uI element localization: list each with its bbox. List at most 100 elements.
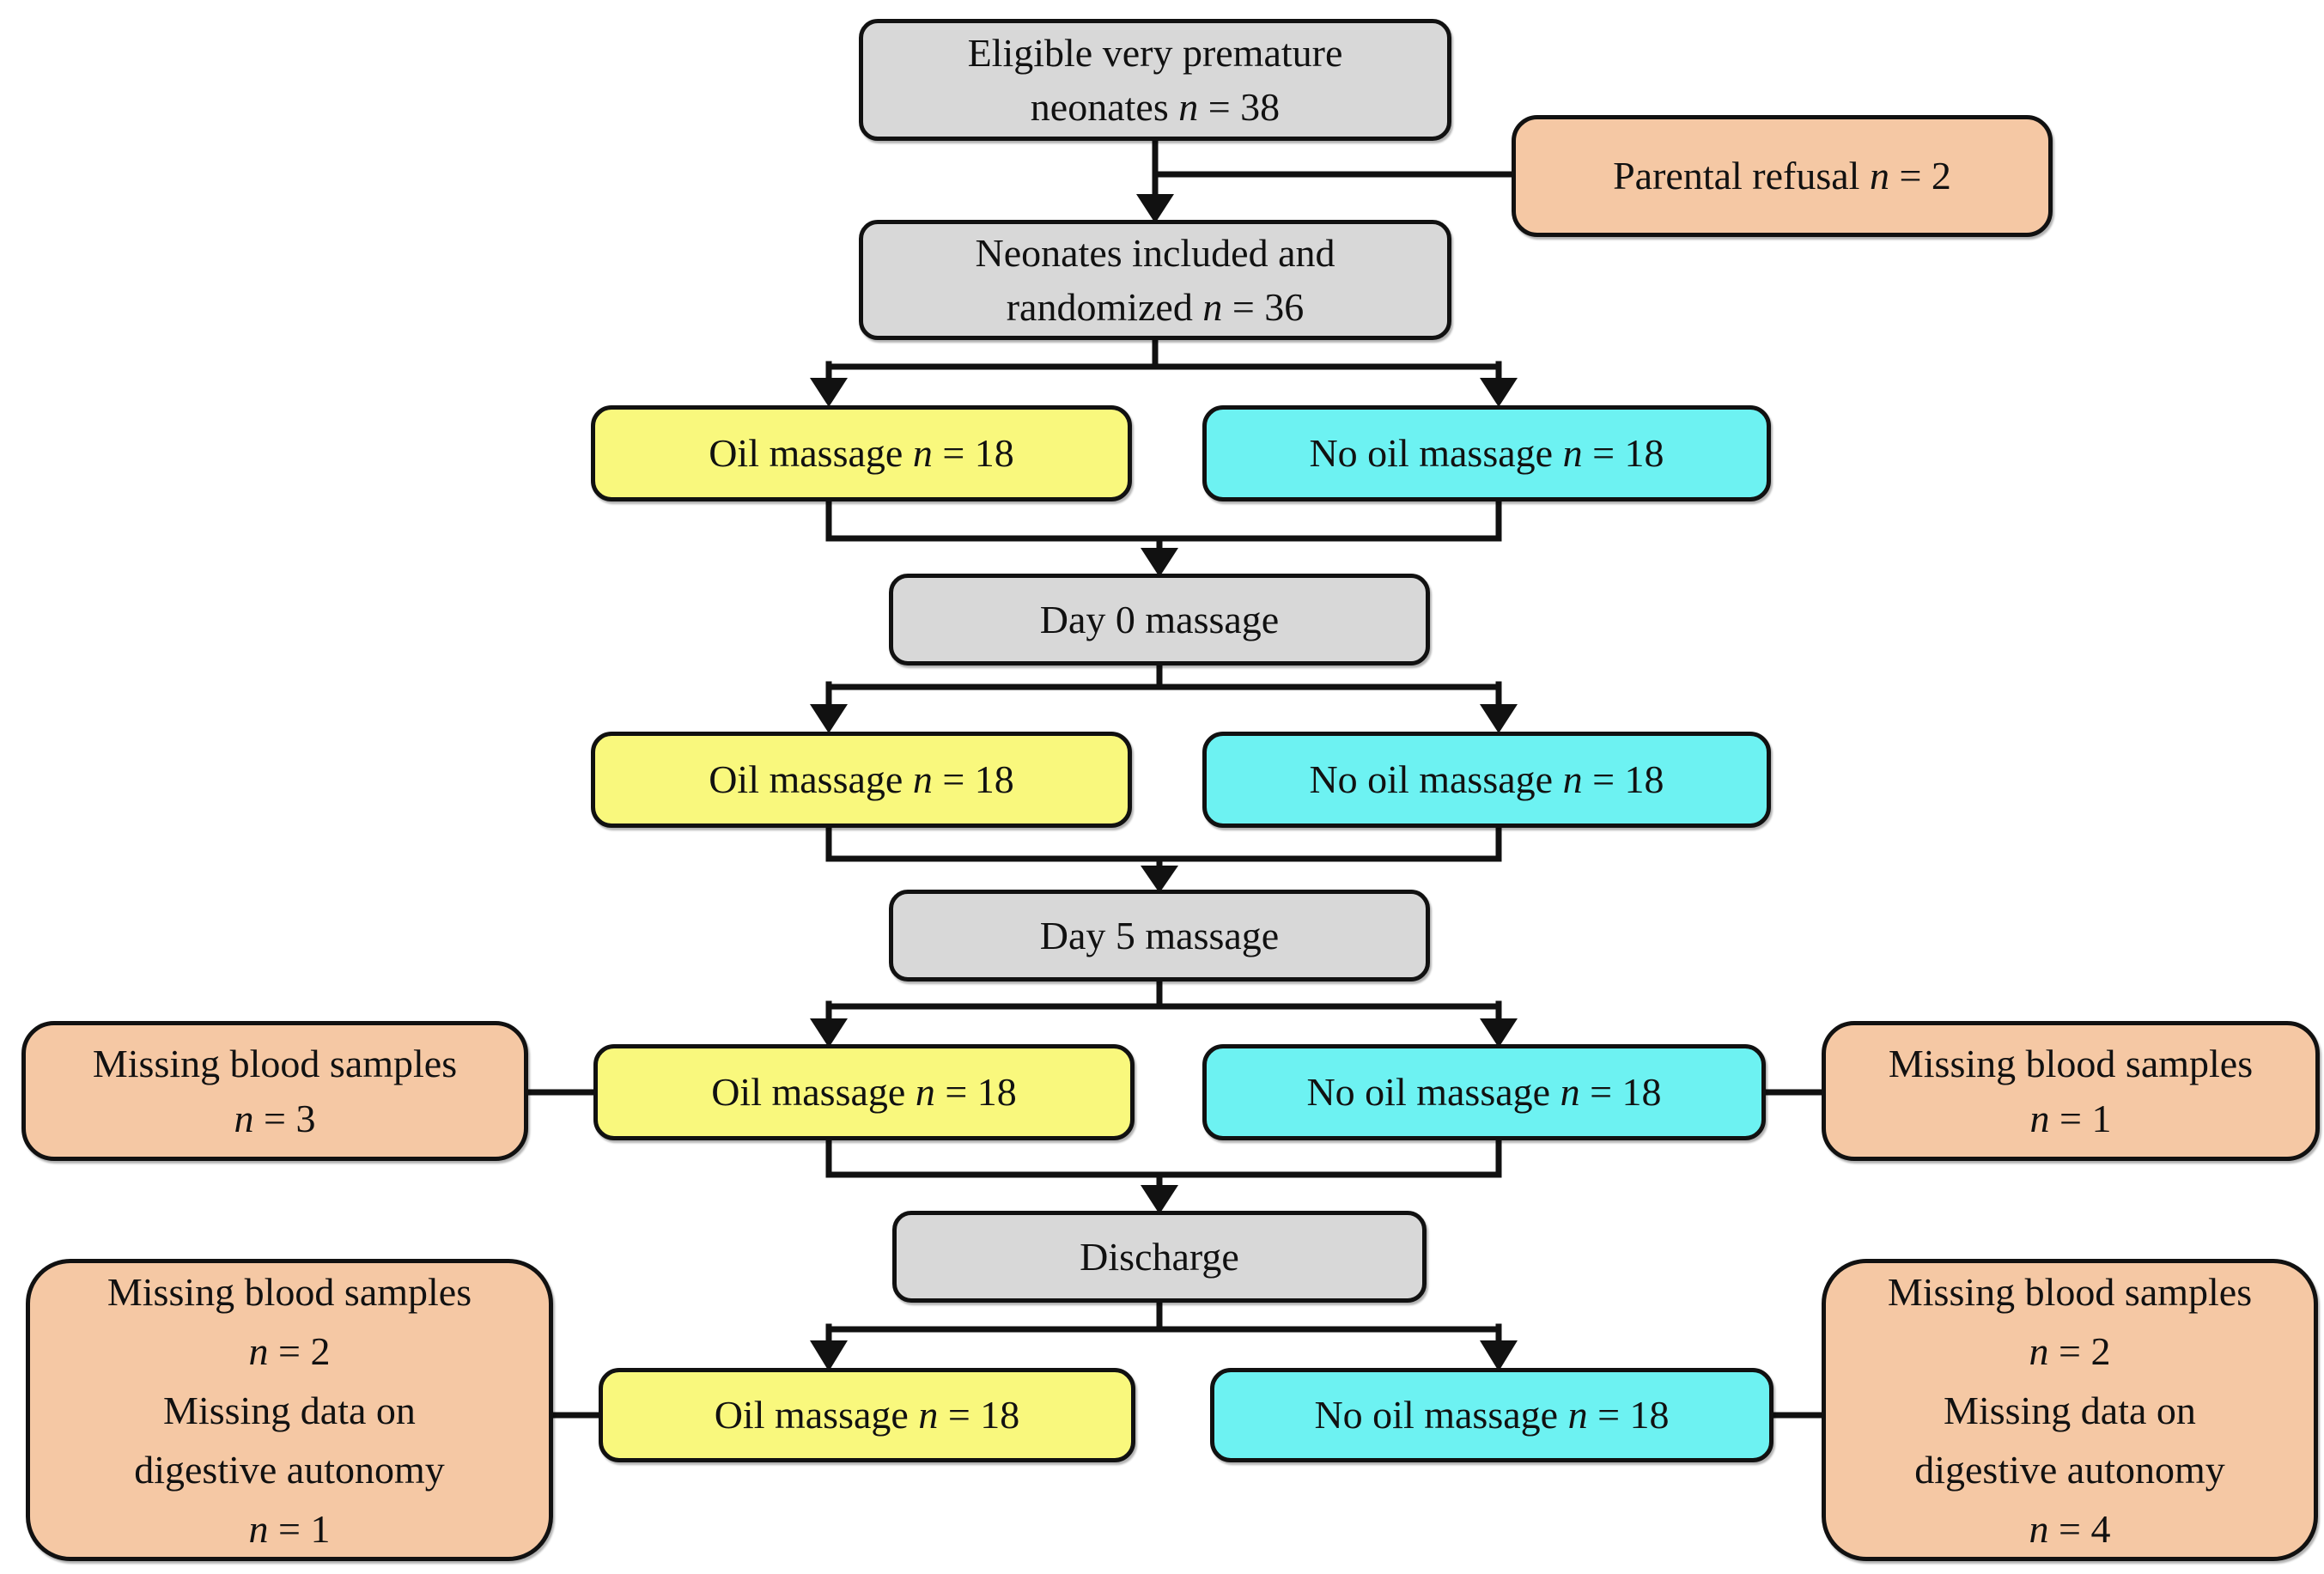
n-symbol: n <box>2029 1328 2049 1373</box>
arrowhead <box>1480 1340 1518 1371</box>
n-value: = 18 <box>947 1393 1020 1437</box>
n-symbol: n <box>912 431 933 476</box>
n-value: = 18 <box>1592 431 1664 476</box>
label-text: Missing blood samples <box>1887 1269 2253 1314</box>
box-text-line: Discharge <box>1080 1230 1239 1284</box>
label-text: Missing blood samples <box>92 1042 458 1086</box>
box-no-oil-massage-discharge: No oil massage n = 18 <box>1210 1368 1773 1462</box>
arrowhead <box>1141 548 1178 577</box>
label-text: Oil massage <box>709 431 903 476</box>
box-text-line: randomized n = 36 <box>1007 280 1305 334</box>
n-value: = 4 <box>2059 1506 2111 1551</box>
box-text-line: n = 4 <box>2029 1499 2111 1559</box>
arrowhead <box>810 378 848 407</box>
box-text-line: neonates n = 38 <box>1031 80 1280 134</box>
n-symbol: n <box>1178 85 1199 129</box>
n-value: = 1 <box>2059 1096 2112 1140</box>
box-text-line: digestive autonomy <box>1914 1440 2225 1499</box>
box-text-line: Eligible very premature <box>968 26 1343 80</box>
label-text: randomized <box>1006 285 1193 329</box>
box-text-line: n = 1 <box>2030 1091 2112 1146</box>
label-text: Missing data on <box>1944 1388 2196 1432</box>
n-symbol: n <box>248 1328 269 1373</box>
box-text-line: Oil massage n = 18 <box>715 1388 1020 1442</box>
box-text-line: Neonates included and <box>976 226 1335 280</box>
arrowhead <box>810 1018 848 1048</box>
connector-randomized-split <box>810 337 1518 407</box>
box-no-oil-massage-day0: No oil massage n = 18 <box>1202 732 1771 828</box>
label-text: No oil massage <box>1306 1070 1551 1115</box>
box-text-line: Oil massage n = 18 <box>711 1065 1017 1119</box>
box-text-line: Missing blood samples <box>1888 1262 2252 1322</box>
box-text-line: No oil massage n = 18 <box>1309 426 1664 480</box>
n-value: = 2 <box>278 1328 331 1373</box>
connector-discharge-split <box>810 1299 1518 1371</box>
box-discharge: Discharge <box>892 1211 1427 1303</box>
n-value: = 18 <box>942 431 1014 476</box>
box-text-line: No oil massage n = 18 <box>1309 752 1664 806</box>
box-oil-massage-day0: Oil massage n = 18 <box>591 732 1132 828</box>
n-symbol: n <box>1560 1070 1580 1115</box>
n-value: = 2 <box>2059 1328 2111 1373</box>
box-oil-massage-day5: Oil massage n = 18 <box>593 1044 1135 1140</box>
label-text: Missing blood samples <box>1888 1042 2254 1086</box>
n-symbol: n <box>915 1070 935 1115</box>
box-text-line: n = 3 <box>234 1091 316 1146</box>
box-missing-blood-samples-day5-no-oil: Missing blood samples n = 1 <box>1822 1021 2320 1161</box>
label-text: Day 0 massage <box>1039 597 1280 641</box>
n-value: = 38 <box>1208 85 1281 129</box>
label-text: digestive autonomy <box>1914 1447 2225 1492</box>
label-text: Missing data on <box>163 1388 416 1432</box>
arrowhead <box>1480 704 1518 733</box>
box-no-oil-massage-allocation: No oil massage n = 18 <box>1202 405 1771 501</box>
arrowhead <box>810 1340 848 1371</box>
box-text-line: Missing blood samples <box>93 1036 457 1091</box>
connector-merge-to-day0 <box>825 498 1502 577</box>
box-text-line: Oil massage n = 18 <box>709 752 1014 806</box>
n-value: = 18 <box>942 757 1014 802</box>
arrowhead <box>1480 1018 1518 1048</box>
box-text-line: n = 2 <box>249 1322 331 1381</box>
box-missing-data-discharge-no-oil: Missing blood samples n = 2 Missing data… <box>1822 1259 2318 1561</box>
label-text: neonates <box>1030 85 1169 129</box>
box-no-oil-massage-day5: No oil massage n = 18 <box>1202 1044 1766 1140</box>
label-text: Oil massage <box>709 757 903 802</box>
n-value: = 36 <box>1232 285 1305 329</box>
arrowhead <box>1141 866 1178 893</box>
connector-day0-split <box>810 662 1518 733</box>
n-value: = 1 <box>278 1506 331 1551</box>
box-text-line: Parental refusal n = 2 <box>1613 149 1951 203</box>
label-text: Neonates included and <box>975 230 1335 275</box>
label-text: Oil massage <box>714 1393 909 1437</box>
box-text-line: Missing blood samples <box>1889 1036 2253 1091</box>
label-text: No oil massage <box>1309 431 1554 476</box>
box-text-line: No oil massage n = 18 <box>1314 1388 1669 1442</box>
n-symbol: n <box>1567 1393 1588 1437</box>
n-symbol: n <box>1869 154 1889 198</box>
arrowhead <box>1141 1185 1178 1214</box>
box-text-line: Missing data on <box>163 1381 416 1440</box>
label-text: No oil massage <box>1309 757 1554 802</box>
n-symbol: n <box>918 1393 939 1437</box>
box-missing-data-discharge-oil: Missing blood samples n = 2 Missing data… <box>26 1259 553 1561</box>
arrowhead <box>1136 194 1174 223</box>
box-text-line: Day 5 massage <box>1040 909 1279 963</box>
label-text: No oil massage <box>1314 1393 1559 1437</box>
label-text: Oil massage <box>711 1070 906 1115</box>
label-text: Parental refusal <box>1613 154 1860 198</box>
box-oil-massage-discharge: Oil massage n = 18 <box>599 1368 1135 1462</box>
n-symbol: n <box>1562 757 1583 802</box>
box-randomized: Neonates included and randomized n = 36 <box>859 220 1451 340</box>
n-value: = 18 <box>1592 757 1664 802</box>
n-symbol: n <box>234 1096 254 1140</box>
label-text: Missing blood samples <box>106 1269 472 1314</box>
box-text-line: n = 1 <box>249 1499 331 1559</box>
box-text-line: Day 0 massage <box>1040 593 1279 647</box>
connector-merge-to-discharge <box>825 1137 1502 1214</box>
n-value: = 3 <box>264 1096 316 1140</box>
box-text-line: Oil massage n = 18 <box>709 426 1014 480</box>
label-text: Eligible very premature <box>967 30 1343 75</box>
n-symbol: n <box>912 757 933 802</box>
